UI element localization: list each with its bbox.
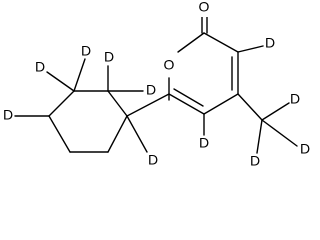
bond-c3-d: [237, 45, 264, 53]
deuterium-c5-label: D: [199, 135, 209, 151]
deuterium-c3-label: D: [265, 35, 275, 51]
bond-cy3-d-b: [46, 71, 75, 92]
deuterium-cy2b-label: D: [146, 82, 156, 98]
bond-cy-1-2: [107, 90, 128, 117]
bond-cy3-d-a: [73, 58, 86, 92]
carbonyl-oxygen-label: O: [199, 0, 210, 15]
cyclohexyl-ring: [14, 58, 148, 153]
bond-c4-c5: [203, 93, 239, 115]
deuterium-methyl-bottom-label: D: [250, 153, 260, 169]
ring-oxygen-mask: [161, 57, 177, 75]
deuterium-cy2a-label: D: [104, 49, 114, 65]
bond-methyl-d-top: [261, 102, 290, 121]
bond-cy1-d: [126, 115, 148, 153]
deuterium-methyl-top-label: D: [290, 91, 300, 107]
bond-c6-cyclohexyl: [126, 93, 170, 117]
deuterium-cy3b-label: D: [35, 59, 45, 75]
deuterium-cy4-label: D: [3, 107, 13, 123]
bond-c5-c6-double: [173, 88, 204, 107]
bond-cy-3-4: [48, 90, 75, 117]
bond-c2-c3: [203, 32, 239, 53]
deuterium-cy1-label: D: [148, 152, 158, 168]
carbonyl-oxygen-mask: [196, 0, 212, 17]
bond-cy-6-1: [107, 115, 128, 153]
atom-labels: O O D D D D D D D D D D D: [3, 0, 310, 169]
bond-cy-4-5: [48, 115, 71, 153]
bond-c2-o1: [177, 32, 205, 53]
pyranone-ring: [168, 15, 239, 115]
bond-c4-methyl: [237, 93, 263, 121]
deuterium-cy3a-label: D: [81, 43, 91, 59]
bond-methyl-d-bottom: [256, 119, 263, 154]
ring-oxygen-label: O: [164, 57, 175, 73]
deuterium-methyl-right-label: D: [300, 141, 310, 157]
bond-c5-c6: [168, 93, 205, 115]
substituent-bonds: [126, 45, 298, 154]
bond-methyl-d-right: [261, 119, 298, 147]
structure-diagram: O O D D D D D D D D D D D: [3, 0, 310, 169]
